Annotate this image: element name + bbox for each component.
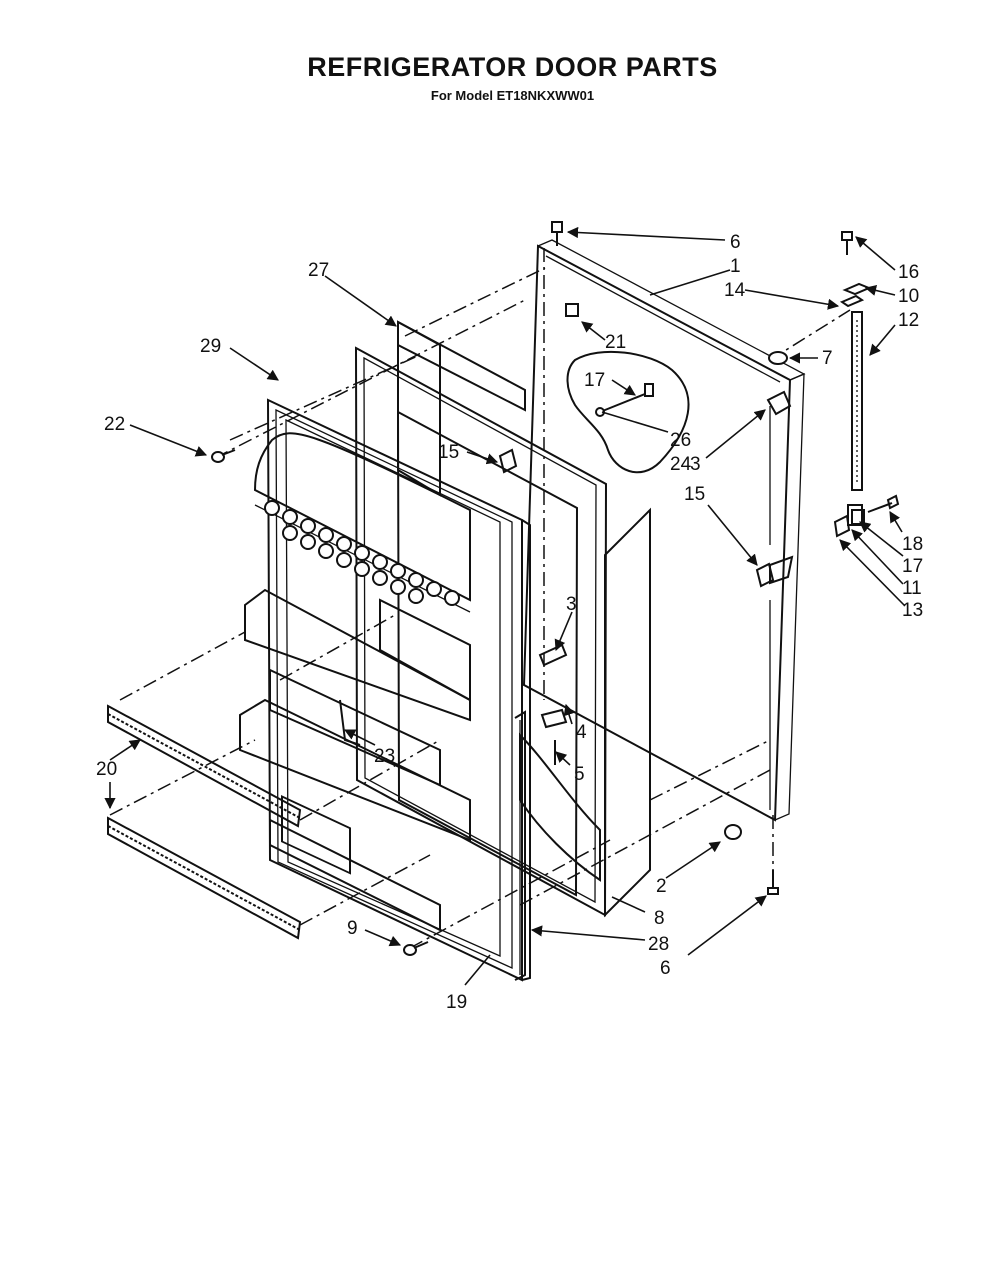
callout-15-inner: 15 [438, 442, 459, 463]
callout-7: 7 [822, 348, 833, 369]
callout-15-outer: 15 [684, 484, 705, 505]
projection-lines [109, 248, 851, 949]
callout-11: 11 [902, 578, 922, 599]
gasket-strip [514, 710, 526, 981]
callout-labels: 6 1 14 16 10 12 27 21 7 29 17 22 26 15 2… [96, 232, 923, 1013]
callout-21: 21 [605, 332, 626, 353]
callout-3-outer: 3 [690, 454, 701, 475]
callout-27: 27 [308, 260, 329, 281]
leader-lines [104, 226, 906, 986]
diagram-subtitle: For Model ET18NKXWW01 [430, 88, 595, 103]
callout-17-inner: 17 [584, 370, 605, 391]
egg-shelf [253, 432, 471, 613]
callout-13: 13 [902, 600, 923, 621]
callout-28: 28 [648, 934, 669, 955]
door-liner-frame [354, 346, 608, 917]
callout-14: 14 [724, 280, 746, 301]
callout-17-outer: 17 [902, 556, 923, 577]
callout-6-bottom: 6 [660, 958, 671, 979]
callout-2: 2 [656, 876, 667, 897]
callout-24: 24 [670, 454, 692, 475]
callout-19: 19 [446, 992, 467, 1013]
callout-9: 9 [347, 918, 358, 939]
door-handle [847, 311, 863, 526]
callout-16: 16 [898, 262, 919, 283]
callout-5: 5 [574, 764, 585, 785]
outer-door-panel [522, 239, 806, 822]
callout-26: 26 [670, 430, 691, 451]
callout-8: 8 [654, 908, 665, 929]
callout-23: 23 [374, 746, 395, 767]
shelf-bar-lower [107, 816, 302, 940]
foam-insulation-side [519, 507, 651, 918]
callout-22: 22 [104, 414, 125, 435]
door-shelf-bins [239, 588, 471, 932]
callout-29: 29 [200, 336, 221, 357]
diagram-title: REFRIGERATOR DOOR PARTS [307, 52, 718, 82]
hardware-parts [211, 221, 900, 956]
callout-3-inner: 3 [566, 594, 577, 615]
callout-18: 18 [902, 534, 923, 555]
callout-20: 20 [96, 759, 117, 780]
callout-10: 10 [898, 286, 919, 307]
callout-1: 1 [730, 256, 741, 277]
shelf-bar-upper [107, 704, 302, 828]
callout-6-top: 6 [730, 232, 741, 253]
callout-4: 4 [576, 722, 587, 743]
callout-12: 12 [898, 310, 919, 331]
